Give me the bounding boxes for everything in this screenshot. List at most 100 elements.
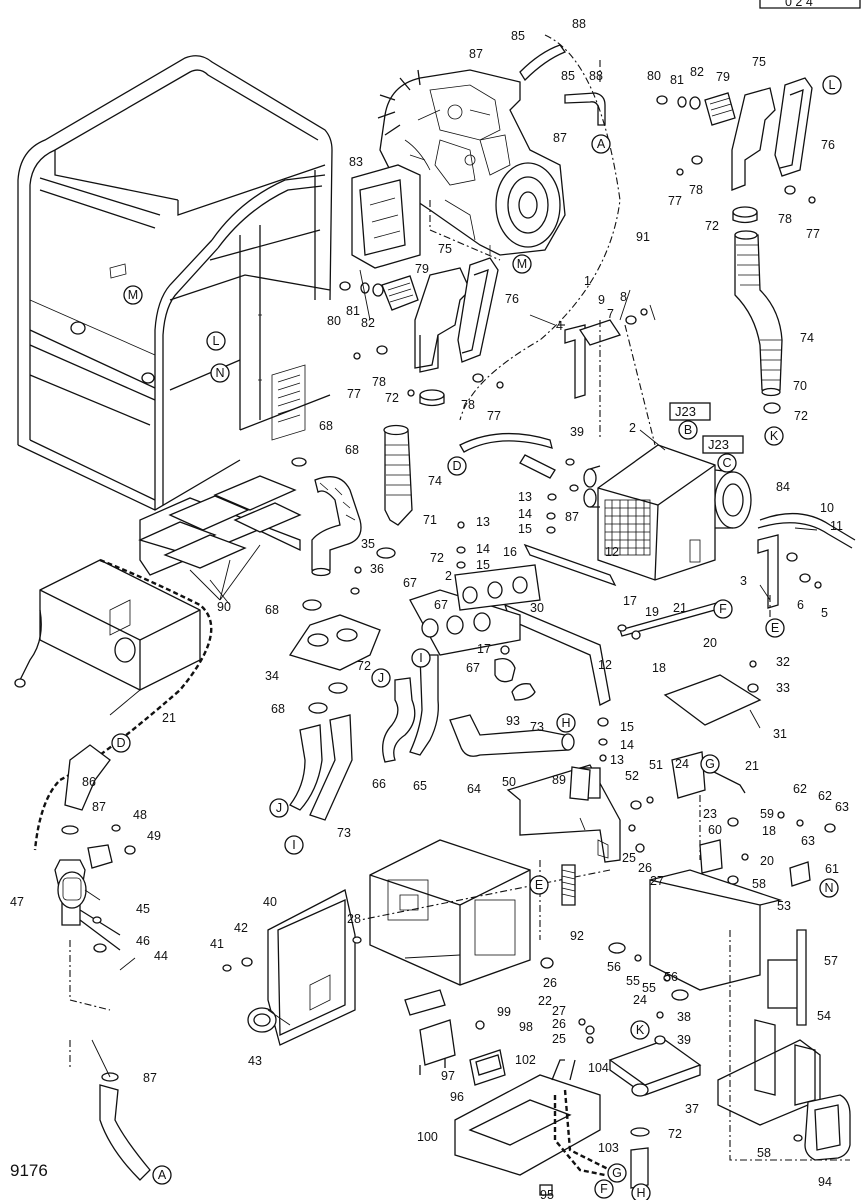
callout-46: 46 bbox=[136, 934, 150, 948]
callout-43: 43 bbox=[248, 1054, 262, 1068]
callout-3: 3 bbox=[740, 574, 747, 588]
callout-10: 10 bbox=[820, 501, 834, 515]
callout-68d: 68 bbox=[271, 702, 285, 716]
callout-56b: 56 bbox=[664, 970, 678, 984]
svg-text:H: H bbox=[561, 716, 570, 730]
coolant-valve bbox=[54, 844, 121, 951]
ref-K-bottom: K bbox=[630, 1020, 650, 1040]
svg-text:N: N bbox=[824, 881, 833, 895]
main-frame bbox=[247, 764, 851, 1161]
ref-H-top: H bbox=[556, 713, 576, 733]
control-switches bbox=[404, 989, 621, 1196]
callout-34: 34 bbox=[265, 669, 279, 683]
callout-73b: 73 bbox=[530, 720, 544, 734]
callout-40: 40 bbox=[263, 895, 277, 909]
callout-2b: 2 bbox=[445, 569, 452, 583]
ref-E-frame: E bbox=[529, 875, 549, 895]
callout-72f: 72 bbox=[668, 1127, 682, 1141]
callout-61: 61 bbox=[825, 862, 839, 876]
svg-text:H: H bbox=[636, 1186, 645, 1200]
callout-90: 90 bbox=[217, 600, 231, 614]
svg-text:A: A bbox=[158, 1168, 167, 1182]
floor-mats bbox=[138, 475, 302, 601]
ref-J-bottom: J bbox=[269, 798, 289, 818]
callout-44: 44 bbox=[154, 949, 168, 963]
callout-85b: 85 bbox=[561, 69, 575, 83]
callout-82b: 82 bbox=[690, 65, 704, 79]
callout-6: 6 bbox=[797, 598, 804, 612]
callout-81: 81 bbox=[346, 304, 360, 318]
callout-47: 47 bbox=[10, 895, 24, 909]
callout-20b: 20 bbox=[760, 854, 774, 868]
callout-54: 54 bbox=[817, 1009, 831, 1023]
callout-9: 9 bbox=[598, 293, 605, 307]
callout-74b: 74 bbox=[800, 331, 814, 345]
callout-52: 52 bbox=[625, 769, 639, 783]
callout-94: 94 bbox=[818, 1175, 832, 1189]
callout-93: 93 bbox=[506, 714, 520, 728]
svg-text:D: D bbox=[452, 459, 461, 473]
callout-5: 5 bbox=[821, 606, 828, 620]
connection-box-j23-upper: J23 bbox=[669, 402, 711, 421]
callout-1: 1 bbox=[584, 274, 591, 288]
callout-72c: 72 bbox=[794, 409, 808, 423]
reference-letters: A A B C D D E E F F G G H H I I J J K K … bbox=[111, 75, 842, 1200]
callout-79: 79 bbox=[415, 262, 429, 276]
ref-E-right: E bbox=[765, 618, 785, 638]
callout-15b: 15 bbox=[476, 558, 490, 572]
callout-67c: 67 bbox=[466, 661, 480, 675]
svg-text:J: J bbox=[378, 671, 384, 685]
duct-group-right bbox=[704, 77, 813, 224]
callout-53: 53 bbox=[777, 899, 791, 913]
callout-26: 26 bbox=[638, 861, 652, 875]
ref-I-top: I bbox=[411, 648, 431, 668]
callout-18b: 18 bbox=[762, 824, 776, 838]
callout-62b: 62 bbox=[818, 789, 832, 803]
callout-56: 56 bbox=[607, 960, 621, 974]
leader-lines bbox=[84, 269, 818, 1078]
callout-58: 58 bbox=[752, 877, 766, 891]
callout-80: 80 bbox=[327, 314, 341, 328]
ref-M-cab: M bbox=[123, 285, 143, 305]
callout-48: 48 bbox=[133, 808, 147, 822]
callout-39b: 39 bbox=[677, 1033, 691, 1047]
callout-25: 25 bbox=[622, 851, 636, 865]
ref-J-top: J bbox=[371, 668, 391, 688]
callout-67b: 67 bbox=[434, 598, 448, 612]
callout-42: 42 bbox=[234, 921, 248, 935]
ref-N-cab: N bbox=[210, 363, 230, 383]
ref-A-bottom: A bbox=[152, 1165, 172, 1185]
cab-frame bbox=[17, 55, 333, 511]
callout-68: 68 bbox=[319, 419, 333, 433]
engine bbox=[377, 69, 566, 261]
callout-24: 24 bbox=[675, 757, 689, 771]
callout-13b: 13 bbox=[476, 515, 490, 529]
connection-box-j23-lower: J23 bbox=[702, 435, 744, 454]
svg-text:K: K bbox=[636, 1023, 645, 1037]
svg-text:J23: J23 bbox=[708, 437, 729, 452]
callout-numbers: 1 2 2 3 4 5 6 7 8 9 10 11 12 12 13 13 13… bbox=[10, 17, 849, 1200]
ref-I-bottom: I bbox=[284, 835, 304, 855]
callout-75b: 75 bbox=[752, 55, 766, 69]
svg-text:L: L bbox=[829, 78, 836, 92]
callout-74: 74 bbox=[428, 474, 442, 488]
callout-65: 65 bbox=[413, 779, 427, 793]
callout-14b: 14 bbox=[476, 542, 490, 556]
callout-95: 95 bbox=[540, 1188, 554, 1200]
callout-63b: 63 bbox=[835, 800, 849, 814]
svg-text:B: B bbox=[684, 423, 692, 437]
callout-8: 8 bbox=[620, 290, 627, 304]
callout-76: 76 bbox=[505, 292, 519, 306]
callout-89: 89 bbox=[552, 773, 566, 787]
callout-78c: 78 bbox=[689, 183, 703, 197]
callout-12b: 12 bbox=[598, 658, 612, 672]
duct-hoses-lower bbox=[289, 654, 575, 821]
callout-64: 64 bbox=[467, 782, 481, 796]
callout-57: 57 bbox=[824, 954, 838, 968]
ref-G-right: G bbox=[700, 754, 720, 774]
callout-58b: 58 bbox=[757, 1146, 771, 1160]
ref-K-top: K bbox=[764, 426, 784, 446]
callout-97: 97 bbox=[441, 1069, 455, 1083]
callout-33: 33 bbox=[776, 681, 790, 695]
callout-27: 27 bbox=[650, 874, 664, 888]
